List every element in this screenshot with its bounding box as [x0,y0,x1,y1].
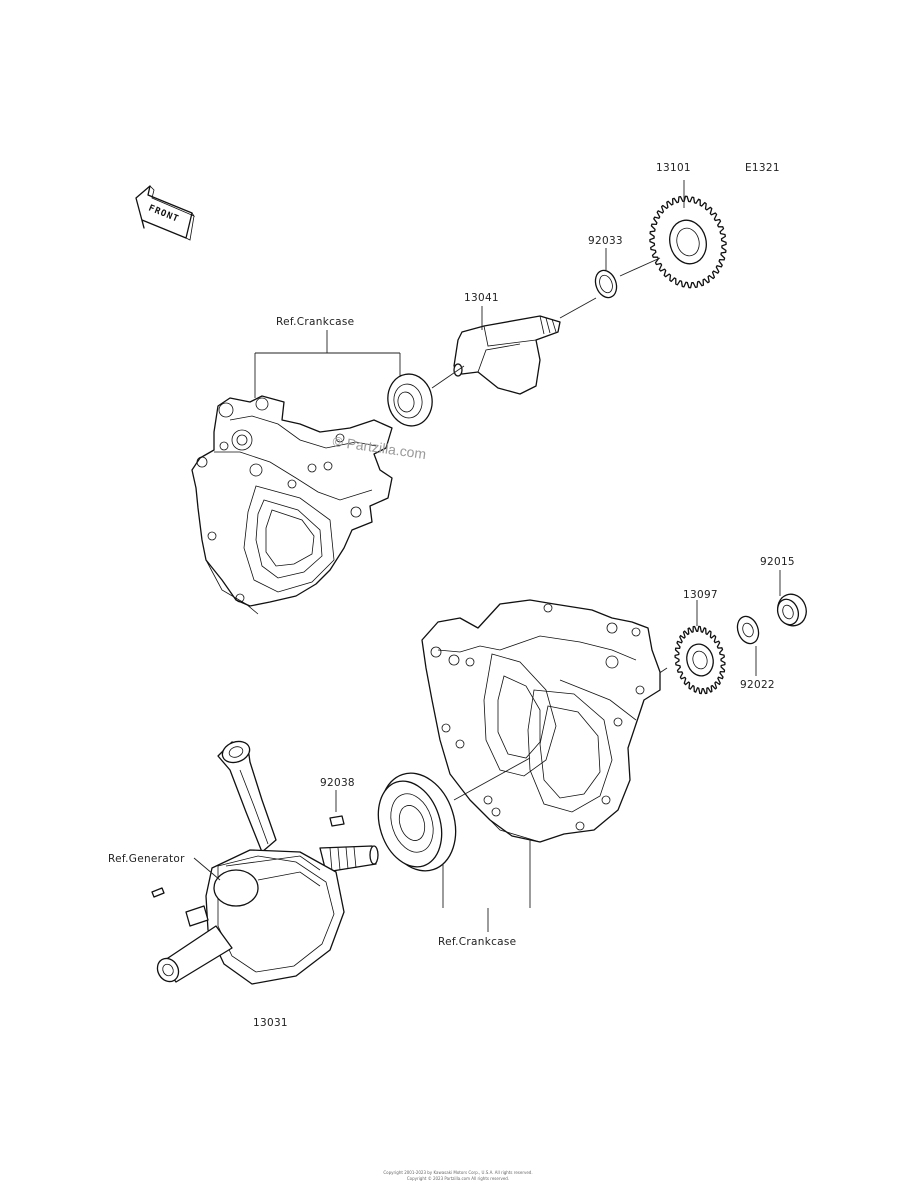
footer-copyright-1: Copyright 2001-2023 by Kawasaki Motors C… [383,1170,532,1175]
part-92033-label[interactable]: 92033 [588,235,623,247]
part-92038-label[interactable]: 92038 [320,777,355,789]
part-13101-gear[interactable] [649,195,727,289]
main-bearing [377,772,457,872]
part-92022-label[interactable]: 92022 [740,679,775,691]
lower-crankcase-half [421,599,661,843]
upper-bearing [387,373,433,427]
footer-copyright-2: Copyright © 2023 Partzilla.com All right… [407,1176,509,1181]
part-92015-nut[interactable] [773,590,810,630]
ref-crankcase-bottom-label[interactable]: Ref.Crankcase [438,936,516,948]
part-92033-circlip[interactable] [592,267,620,300]
part-13101-label[interactable]: 13101 [656,162,691,174]
part-92015-label[interactable]: 92015 [760,556,795,568]
part-13041-label[interactable]: 13041 [464,292,499,304]
part-13041-balancer-shaft[interactable] [453,315,561,395]
part-92038-key[interactable] [329,815,345,827]
part-13097-gear[interactable] [674,625,726,695]
ref-generator-label[interactable]: Ref.Generator [108,853,185,865]
front-direction-arrow-icon: FRONT [135,185,196,241]
upper-crankcase-half [191,395,393,615]
part-92022-washer[interactable] [734,613,762,646]
part-13031-label[interactable]: 13031 [253,1017,288,1029]
ref-crankcase-top-label[interactable]: Ref.Crankcase [276,316,354,328]
part-13097-label[interactable]: 13097 [683,589,718,601]
part-13031-crankshaft[interactable] [153,738,379,986]
diagram-code: E1321 [745,162,780,174]
woodruff-key [151,887,165,898]
